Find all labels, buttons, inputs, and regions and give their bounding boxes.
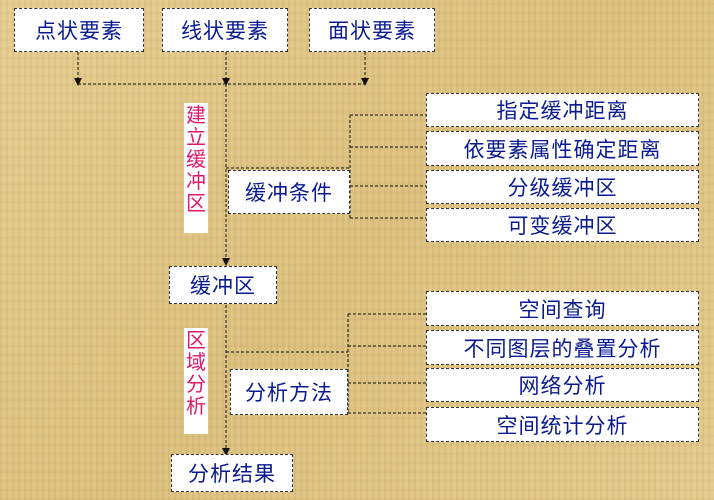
buffer-zone-box: 缓冲区 [169,266,277,304]
region-analysis-label: 区域分析 [184,328,208,434]
condition-item: 指定缓冲距离 [426,93,699,127]
method-item: 空间查询 [426,291,699,326]
point-features-box: 点状要素 [14,8,144,52]
method-item: 不同图层的叠置分析 [426,330,699,365]
area-features-box: 面状要素 [309,8,435,52]
analysis-result-box: 分析结果 [171,454,293,492]
line-features-box: 线状要素 [162,8,288,52]
method-item: 空间统计分析 [426,407,699,442]
buffer-conditions-box: 缓冲条件 [228,170,350,214]
build-buffer-label: 建立缓冲区 [184,103,208,233]
condition-item: 依要素属性确定距离 [426,131,699,166]
method-item: 网络分析 [426,368,699,402]
analysis-methods-box: 分析方法 [230,369,348,415]
condition-item: 可变缓冲区 [426,208,699,242]
condition-item: 分级缓冲区 [426,170,699,204]
